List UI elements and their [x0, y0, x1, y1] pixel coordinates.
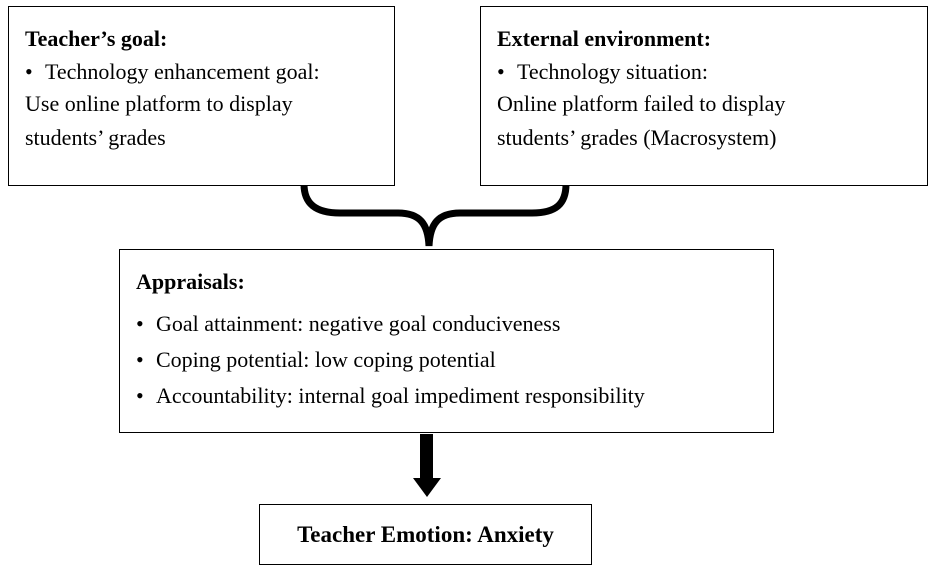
- bullet-icon: •: [136, 347, 144, 372]
- environment-description-line: Online platform failed to display: [497, 91, 786, 116]
- external-environment-box: External environment: • Technology situat…: [480, 6, 928, 186]
- appraisal-item-label: Accountability: internal goal impediment…: [156, 383, 645, 408]
- bullet-icon: •: [25, 59, 33, 84]
- external-environment-heading: External environment:: [497, 26, 712, 51]
- bullet-icon: •: [136, 311, 144, 336]
- appraisal-item: • Accountability: internal goal impedimen…: [136, 378, 757, 414]
- environment-bullet-label: Technology situation:: [517, 59, 708, 84]
- appraisal-item: • Coping potential: low coping potential: [136, 342, 757, 378]
- appraisal-item-label: Goal attainment: negative goal conducive…: [156, 311, 561, 336]
- down-arrow: [413, 434, 441, 497]
- appraisals-box: Appraisals: • Goal attainment: negative g…: [119, 249, 774, 433]
- appraisal-item-label: Coping potential: low coping potential: [156, 347, 496, 372]
- bullet-icon: •: [497, 59, 505, 84]
- merge-brace: [300, 183, 570, 247]
- goal-bullet-label: Technology enhancement goal:: [45, 59, 320, 84]
- appraisals-heading: Appraisals:: [136, 269, 245, 294]
- environment-bullet-item: • Technology situation:: [497, 57, 913, 87]
- goal-bullet-item: • Technology enhancement goal:: [25, 57, 380, 87]
- bullet-icon: •: [136, 383, 144, 408]
- teacher-goal-box: Teacher’s goal: • Technology enhancement …: [8, 6, 395, 186]
- goal-description-line: Use online platform to display: [25, 91, 293, 116]
- environment-description-line: students’ grades (Macrosystem): [497, 125, 777, 150]
- teacher-goal-heading: Teacher’s goal:: [25, 26, 168, 51]
- goal-description-line: students’ grades: [25, 125, 166, 150]
- teacher-emotion-label: Teacher Emotion: Anxiety: [297, 521, 554, 547]
- appraisal-item: • Goal attainment: negative goal conduciv…: [136, 306, 757, 342]
- teacher-emotion-box: Teacher Emotion: Anxiety: [259, 504, 592, 565]
